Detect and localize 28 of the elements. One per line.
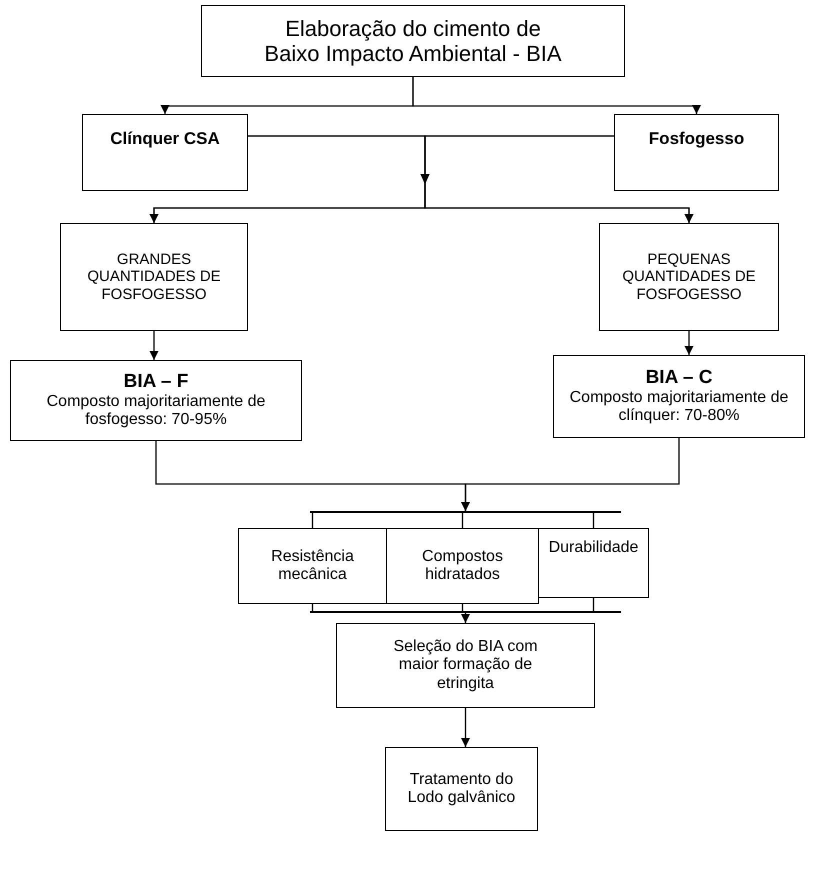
bracket-line [310,511,621,512]
box-title: BIA – F [124,371,188,394]
box-title: Durabilidade [548,539,638,558]
process-box [10,360,302,441]
bracket-line [310,611,621,612]
box-text: Composto majoritariamente de clínquer: 70-80% [568,389,790,426]
box-title: Tratamento do Lodo galvânico [406,770,516,808]
process-box [538,528,649,598]
box-title: Seleção do BIA com maior formação de etringita [392,638,539,694]
box-title: PEQUENAS QUANTIDADES DE FOSFOGESSO [621,251,757,303]
box-title: Resistência mecânica [270,548,355,584]
process-box [385,747,538,831]
process-box [614,114,779,191]
box-title: GRANDES QUANTIDADES DE FOSFOGESSO [86,251,222,303]
box-title: Compostos hidratados [421,548,504,584]
box-text: Composto majoritariamente de fosfogesso: 70-95% [46,393,266,430]
process-box [336,623,595,708]
box-title: Fosfogesso [648,129,744,149]
box-title: Clínquer CSA [110,129,220,149]
box-title: Elaboração do cimento de Baixo Impacto Ambiental - BIA [264,16,562,66]
process-box [238,528,387,604]
process-box [599,223,779,331]
process-box [553,355,805,438]
process-box [201,5,625,77]
box-title: BIA – C [646,367,712,390]
process-box [386,528,539,604]
process-box [82,114,248,191]
process-box [60,223,248,331]
